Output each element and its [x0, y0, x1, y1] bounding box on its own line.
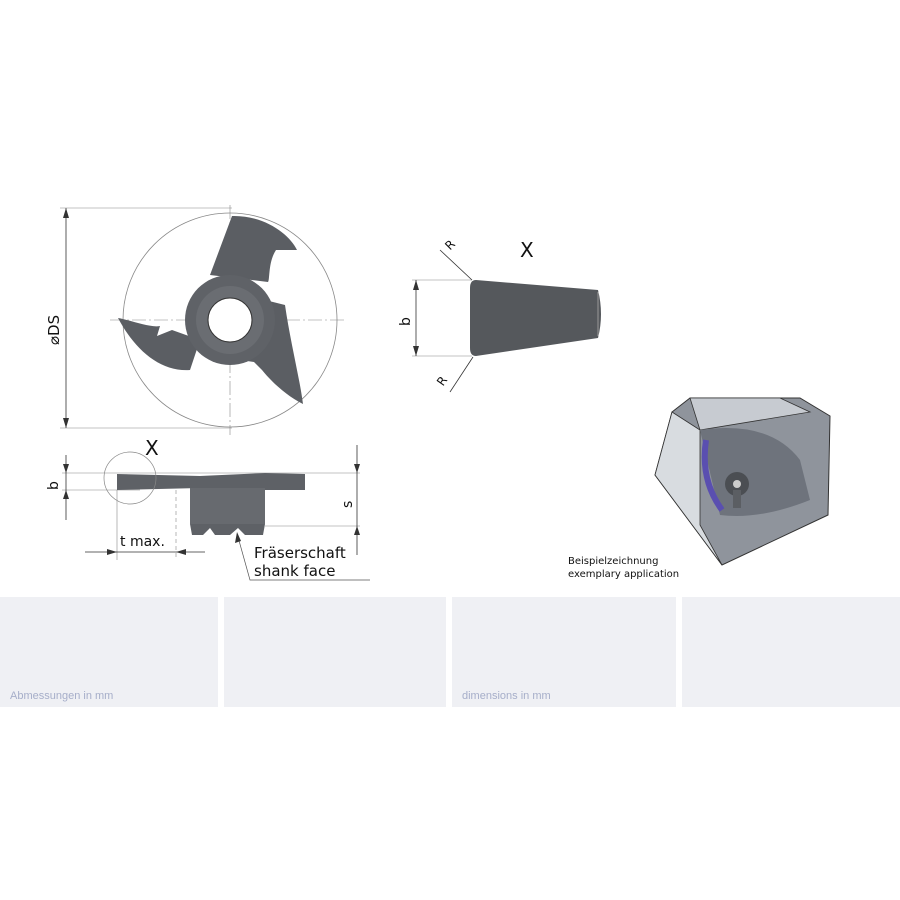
info-panel-2	[224, 597, 446, 707]
shank-face-en-label: shank face	[254, 562, 336, 580]
detail-x-title: X	[520, 238, 534, 262]
application-illustration	[654, 397, 831, 566]
detail-marker-label: X	[145, 436, 159, 460]
cutter-side-view	[62, 445, 370, 581]
shank-face-de-label: Fräserschaft	[254, 544, 346, 562]
info-panel-3: dimensions in mm	[452, 597, 676, 707]
application-caption-de: Beispielzeichnung	[568, 556, 659, 567]
diameter-label: ⌀DS	[45, 314, 63, 345]
dimensions-de-label: Abmessungen in mm	[10, 690, 114, 702]
application-caption-en: exemplary application	[568, 569, 680, 580]
t-max-label: t max.	[120, 534, 165, 550]
info-panel-1: Abmessungen in mm	[0, 597, 218, 707]
width-b-label: b	[46, 481, 62, 490]
detail-x-view	[412, 249, 601, 393]
dimensions-en-label: dimensions in mm	[462, 690, 551, 702]
info-panel-4	[682, 597, 900, 707]
detail-width-b-label: b	[398, 317, 414, 326]
shank-height-s-label: s	[340, 500, 356, 508]
cutter-top-view	[60, 205, 345, 435]
